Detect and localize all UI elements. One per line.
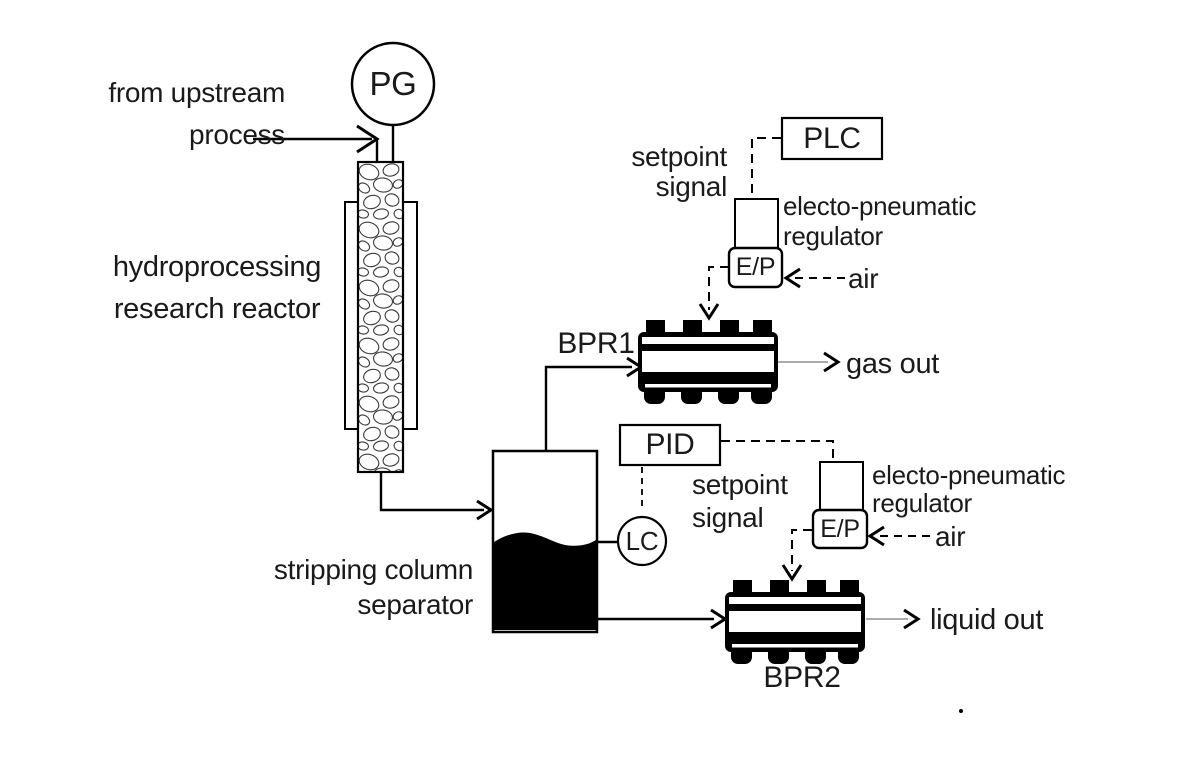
liquid-out-label: liquid out [930,604,1044,636]
feed-arrowhead [356,124,380,154]
separator-label-line2: separator [357,589,473,620]
ep1-output-dashed [708,266,729,310]
setpoint2-line1: setpoint [692,469,788,500]
setpoint1-line1: setpoint [631,141,727,172]
level-controller-circle [616,515,668,567]
setpoint-signal2-label: setpoint signal [692,468,788,534]
air2-label: air [935,521,966,552]
reactor-label-line2: research reactor [113,293,321,325]
reactor-column [356,160,405,474]
separator-label: stripping column separator [233,552,473,622]
gas-out-arrowhead [823,351,841,373]
air1-label: air [848,263,879,294]
plc-box [780,116,884,161]
ep-regulator1-line2: regulator [783,221,883,251]
pressure-gauge-circle [350,41,436,127]
bpr2-label: BPR2 [763,661,841,694]
air2-arrowhead [867,525,885,547]
ep-regulator2-label: electo-pneumatic regulator [872,460,1066,518]
plc-signal-dashed [751,137,781,198]
setpoint2-line2: signal [692,502,764,533]
bpr1-device [638,320,778,404]
separator-label-line1: stripping column [273,554,473,585]
gas-out-label: gas out [846,348,940,380]
air1-arrowhead [783,267,801,289]
feed-label-line1: from upstream [108,77,285,108]
setpoint1-line2: signal [655,171,728,202]
level-controller-label: LC [625,525,659,556]
ep-regulator2-line2: regulator [872,488,972,518]
separator-inlet-arrowhead [476,499,494,521]
reactor-label: hydroprocessing research reactor [97,246,337,330]
ep1-to-bpr1-arrowhead [698,303,720,321]
reactor-label-line1: hydroprocessing [112,251,322,283]
ep1-box [727,246,784,289]
bpr1-label: BPR1 [557,327,635,360]
separator-liquid [494,532,596,630]
reactor-outlet-line [379,471,484,512]
ep2-to-bpr2-arrowhead [781,564,803,582]
ep2-box [811,508,869,550]
ep-regulator2-line1: electo-pneumatic [872,460,1066,490]
regulator1-body [734,198,779,249]
bpr2-device [725,580,865,664]
stray-dot [959,709,963,713]
feed-label-line2: process [189,119,285,150]
gas-line [544,365,632,452]
ep2-output-dashed [791,529,812,571]
liquid-out-arrowhead [903,608,921,630]
ep-regulator1-label: electo-pneumatic regulator [783,191,977,251]
ep-regulator1-line1: electo-pneumatic [783,191,977,221]
feed-label: from upstream process [45,72,285,156]
pid-label: PID [645,428,695,461]
setpoint-signal1-label: setpoint signal [587,142,727,202]
regulator2-body [819,461,864,511]
pid-box [618,423,722,467]
ep1-label: E/P [735,253,776,281]
ep2-label: E/P [820,514,860,543]
pid-signal-dashed [721,440,834,461]
pressure-gauge-label: PG [369,65,417,102]
plc-label: PLC [803,121,861,155]
